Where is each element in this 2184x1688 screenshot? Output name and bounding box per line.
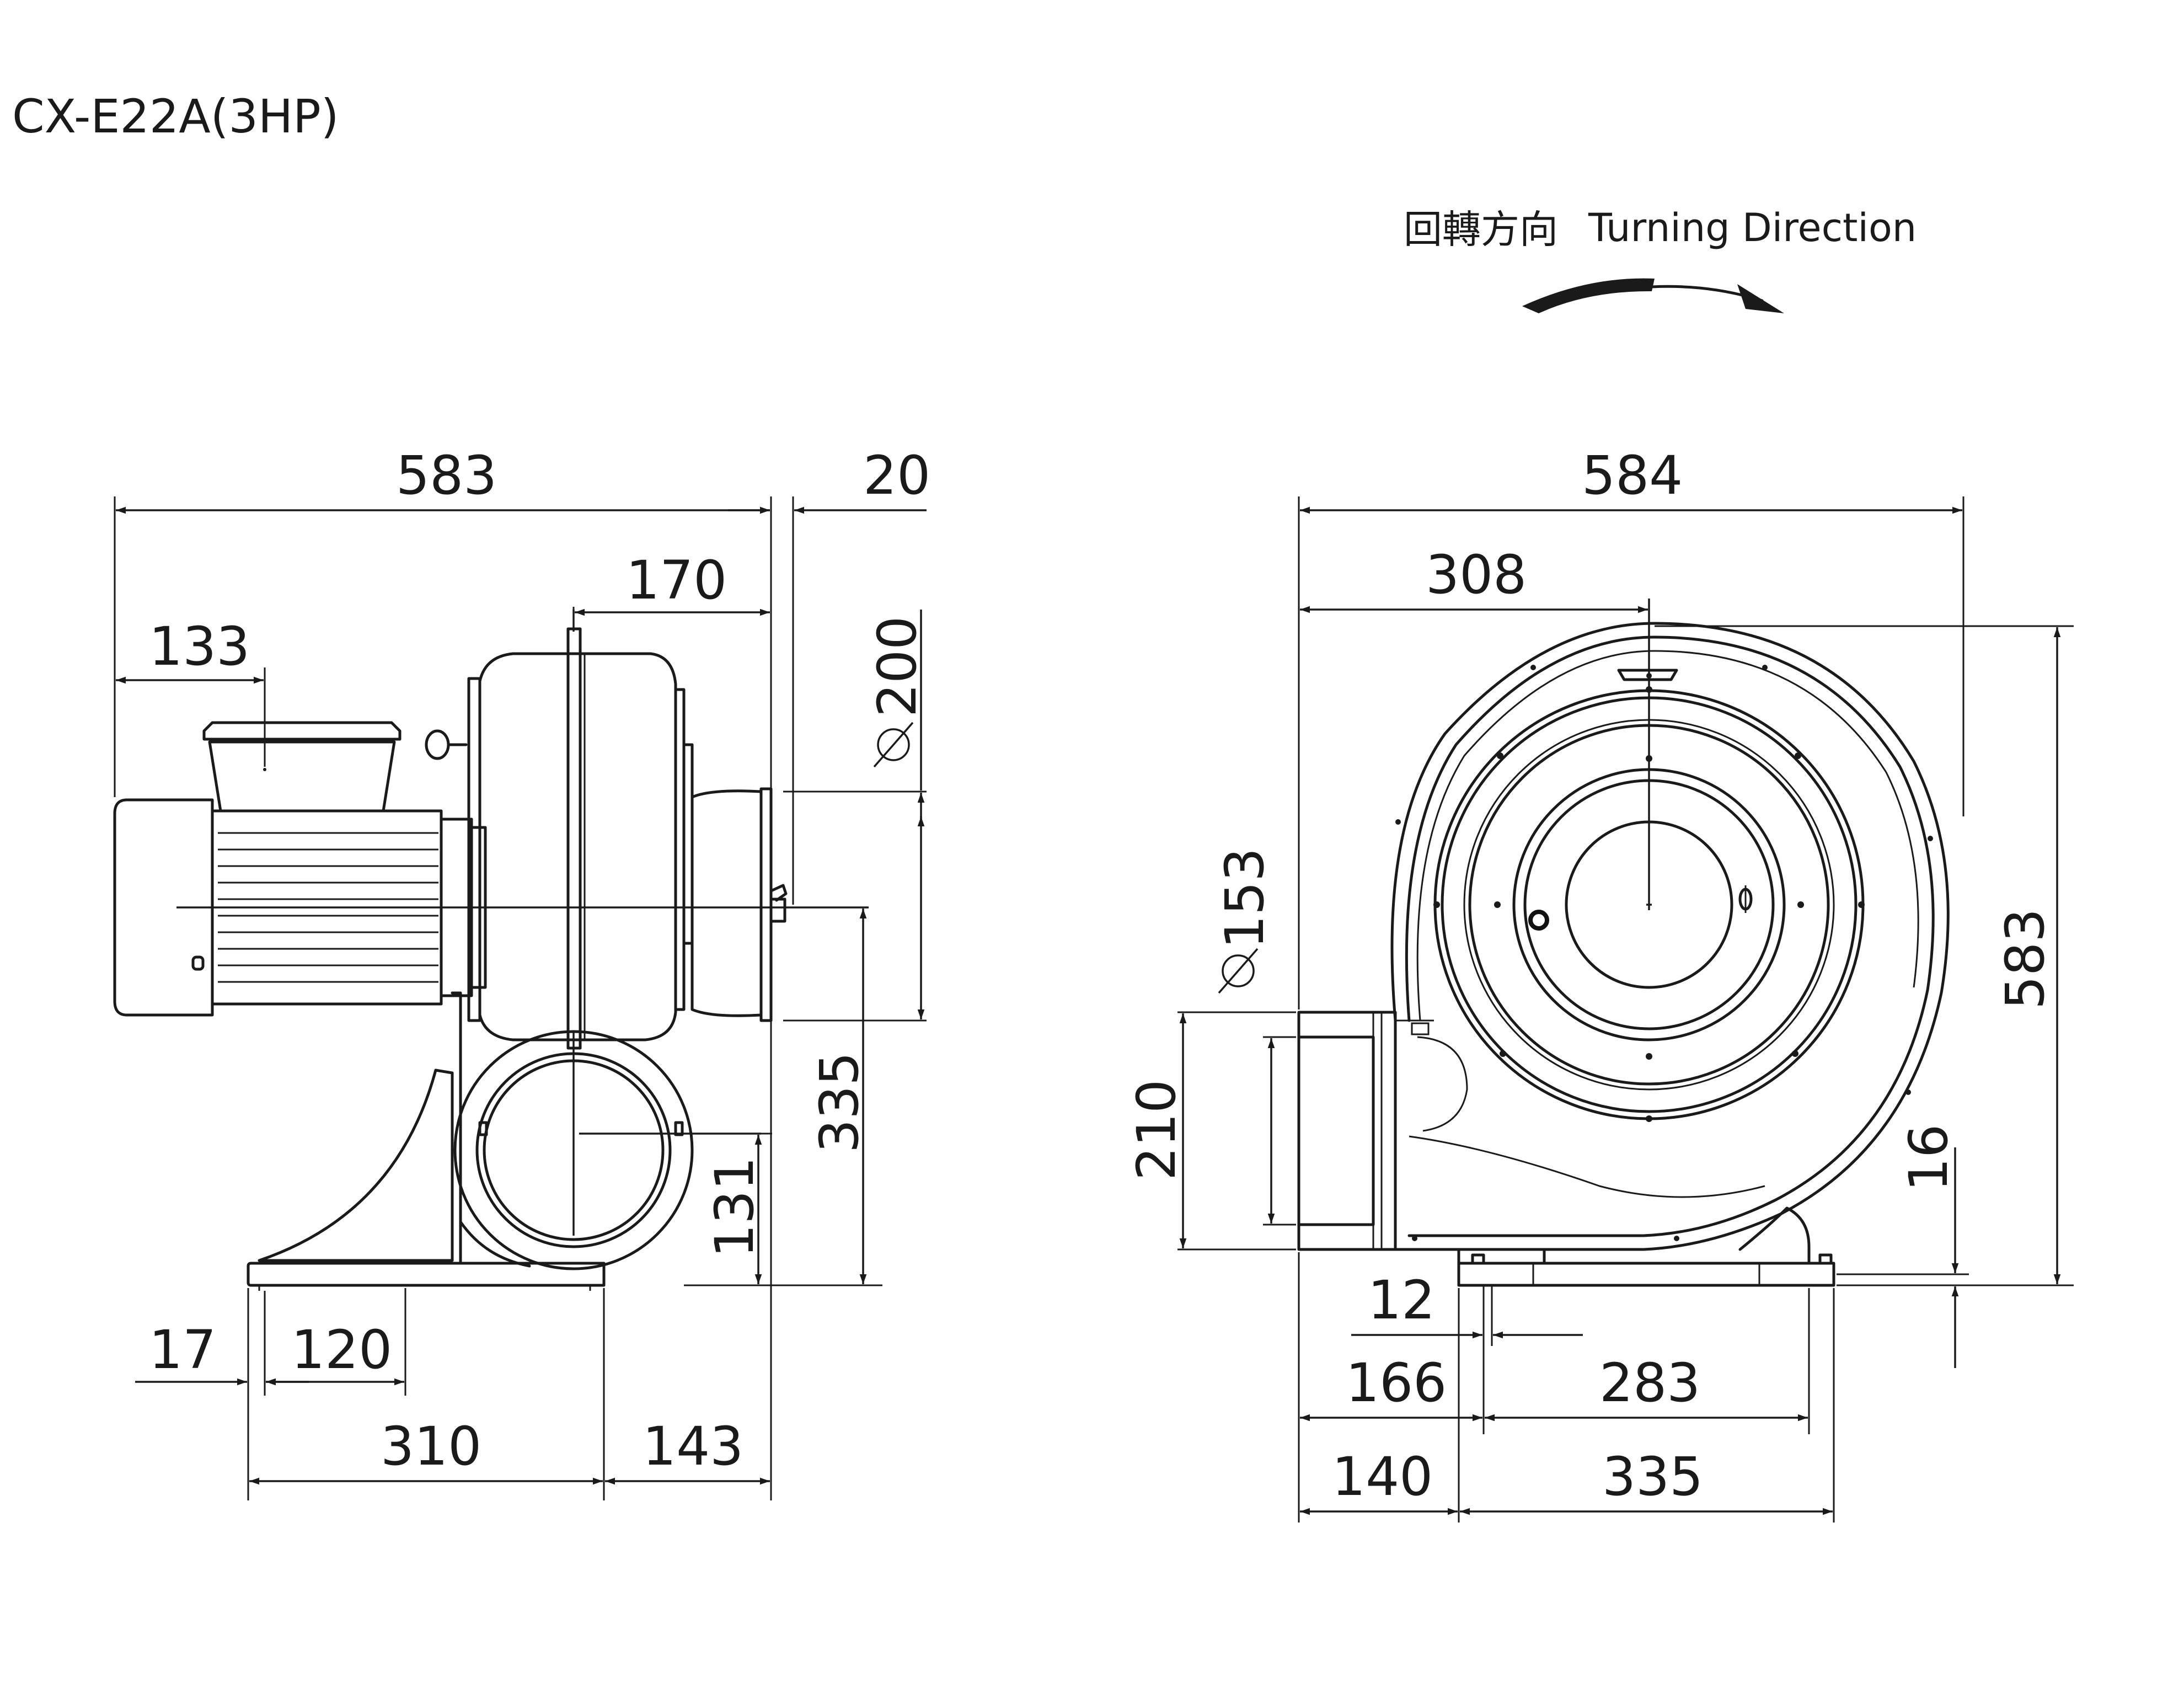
dim-base-length: 310 [249, 1415, 603, 1485]
side-extension-lines [114, 496, 927, 1500]
dim-outlet-center-height: 131 [704, 1135, 766, 1284]
dim-foot-edge-value: 17 [149, 1319, 216, 1381]
dim-foot-height-value: 16 [1898, 1124, 1960, 1192]
dim-inlet-diameter: 200 [866, 610, 928, 1019]
dim-overall-height-value: 583 [1994, 909, 2056, 1009]
outlet-flange-front [1297, 1011, 1397, 1251]
base-pedestal [247, 991, 606, 1291]
dim-bolt-spacing-front: 283 [1485, 1352, 1808, 1422]
dim-outlet-diameter: 153 [1214, 848, 1276, 1224]
model-title: CX-E22A(3HP) [12, 89, 339, 143]
dim-base-offset: 140 [1300, 1446, 1458, 1515]
dim-bolt-spacing-side: 120 [266, 1319, 404, 1386]
dim-bolt-spacing-side-value: 120 [291, 1319, 392, 1381]
dim-bolt-hole: 12 [1351, 1269, 1583, 1339]
dim-overall-width-value: 584 [1582, 445, 1683, 506]
turning-direction-label-en: Turning Direction [1588, 205, 1917, 250]
rotation-arrow-icon [1522, 278, 1784, 313]
motor-fins [218, 832, 438, 983]
volute-housing [1390, 622, 1950, 1251]
dim-flange-thickness: 20 [728, 445, 930, 514]
dim-flange-thickness-value: 20 [863, 445, 930, 506]
diameter-symbol-icon [873, 722, 914, 768]
dim-outlet-diameter-value: 153 [1214, 848, 1276, 949]
dim-outlet-center-height-value: 131 [704, 1157, 766, 1258]
side-view: 583 20 170 133 200 335 [113, 445, 930, 1500]
dim-inlet-center-offset: 308 [1300, 544, 1648, 613]
dim-base-to-flange-value: 143 [643, 1415, 743, 1477]
dim-overall-width: 584 [1300, 445, 1962, 514]
eye-bolt [425, 729, 468, 760]
turning-direction-label-cn: 回轉方向 [1404, 207, 1558, 252]
dim-inlet-diameter-value: 200 [866, 616, 928, 717]
dim-bolt-spacing-front-value: 283 [1599, 1352, 1700, 1414]
front-base [1457, 1206, 1835, 1287]
dim-base-width-value: 335 [1602, 1446, 1703, 1508]
dim-base-length-value: 310 [381, 1415, 481, 1477]
dim-outlet-height: 210 [1126, 1013, 1187, 1248]
dim-outlet-to-base-value: 166 [1346, 1352, 1447, 1414]
dim-inlet-center-offset-value: 308 [1426, 544, 1527, 606]
dim-center-height: 335 [809, 909, 870, 1284]
latch-icon [1738, 885, 1753, 913]
dim-overall-length-value: 583 [396, 445, 497, 506]
dim-bolt-hole-value: 12 [1368, 1269, 1435, 1331]
dim-overall-length: 583 [116, 445, 770, 514]
terminal-box [202, 721, 402, 813]
dim-overall-height: 583 [1994, 627, 2061, 1284]
dim-motor-box-offset: 133 [116, 616, 264, 684]
dim-inlet-depth-value: 170 [626, 549, 727, 611]
fan-housing [467, 627, 694, 1050]
dim-foot-edge: 17 [135, 1319, 309, 1386]
diameter-symbol-icon [1218, 948, 1259, 994]
dim-base-width: 335 [1460, 1446, 1833, 1515]
dim-outlet-to-base: 166 [1300, 1352, 1482, 1422]
dim-base-offset-value: 140 [1332, 1446, 1433, 1508]
dim-base-to-flange: 143 [605, 1415, 770, 1485]
dim-inlet-depth: 170 [575, 549, 770, 616]
front-extension-lines [1177, 496, 2074, 1523]
dim-motor-box-offset-value: 133 [149, 616, 250, 677]
inlet-nozzle [690, 787, 788, 1022]
front-view: 584 308 583 153 210 16 [1126, 445, 2074, 1523]
dim-outlet-height-value: 210 [1126, 1080, 1187, 1180]
dim-foot-height: 16 [1898, 1124, 1960, 1368]
dim-center-height-value: 335 [809, 1052, 870, 1153]
turning-direction-indicator: 回轉方向 Turning Direction [1404, 205, 1917, 313]
top-tab [1617, 669, 1678, 681]
drain-plug-icon [1528, 910, 1549, 931]
